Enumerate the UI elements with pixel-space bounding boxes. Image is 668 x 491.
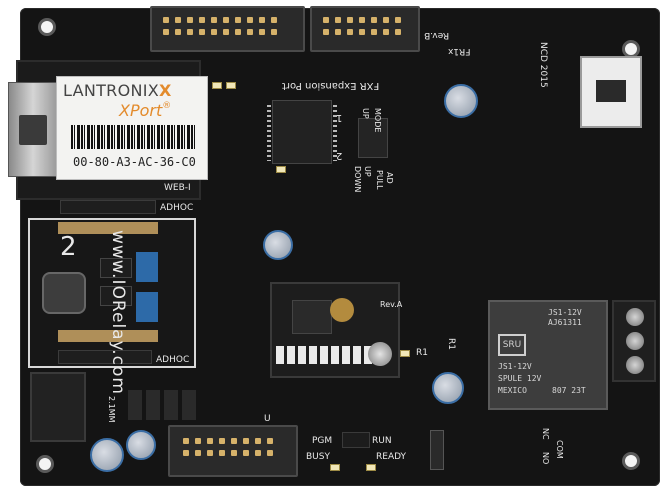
expansion-port-label: FXR Expansion Port bbox=[282, 80, 380, 91]
mounting-hole-bottom-left bbox=[36, 455, 54, 473]
modular-jack[interactable] bbox=[580, 56, 642, 128]
r1-label: R1 bbox=[416, 348, 428, 358]
terminal-block[interactable] bbox=[612, 300, 656, 382]
adhoc-jumper-top bbox=[60, 200, 156, 214]
brand-x: X bbox=[159, 81, 172, 100]
led-r1 bbox=[400, 350, 410, 357]
mode-number-2: 2 bbox=[336, 150, 343, 161]
rev-b-label: Rev.B bbox=[424, 30, 450, 40]
busy-led bbox=[330, 464, 340, 471]
r1-label-relay: R1 bbox=[446, 338, 456, 350]
relay-origin: MEXICO bbox=[498, 386, 527, 395]
capacitor-mid bbox=[263, 230, 293, 260]
no-label: NO bbox=[541, 452, 550, 465]
terminal-screw-2[interactable] bbox=[626, 332, 644, 350]
daughterboard-number: 2 bbox=[60, 232, 77, 262]
ad-label: AD bbox=[385, 172, 394, 184]
capacitor-top bbox=[444, 84, 478, 118]
adhoc-jumper-bottom bbox=[58, 350, 152, 364]
xport-label: LANTRONIXX XPort® 00-80-A3-AC-36-C0 bbox=[56, 76, 208, 180]
relay: JS1-12V AJ61311 SRU JS1-12V SPULE 12V ME… bbox=[488, 300, 608, 410]
bottom-header bbox=[168, 425, 298, 477]
brand-name: LANTRONIX bbox=[63, 81, 160, 100]
smd-chip-row bbox=[128, 390, 198, 420]
regulator-chip-b bbox=[100, 286, 132, 306]
expansion-header-left bbox=[150, 6, 305, 52]
center-ic bbox=[292, 300, 332, 334]
terminal-screw-1[interactable] bbox=[626, 308, 644, 326]
com-label: COM bbox=[555, 440, 564, 459]
mode-number-1: 1 bbox=[336, 112, 343, 123]
mac-address: 00-80-A3-AC-36-C0 bbox=[73, 155, 196, 169]
center-crystal bbox=[330, 298, 354, 322]
pad-row-bottom bbox=[58, 330, 158, 342]
up-label-1: UP bbox=[361, 108, 370, 119]
rj45-opening bbox=[19, 115, 47, 145]
center-button[interactable] bbox=[368, 342, 392, 366]
pgm-label: PGM bbox=[312, 436, 333, 446]
product-name: XPort bbox=[119, 101, 163, 120]
pad-row-top bbox=[58, 222, 158, 234]
terminal-screw-3[interactable] bbox=[626, 356, 644, 374]
website-text: www.IORelay.com bbox=[108, 230, 128, 395]
barcode bbox=[71, 125, 195, 149]
led-mid bbox=[276, 166, 286, 173]
blue-capacitor-b bbox=[136, 292, 158, 322]
ready-led bbox=[366, 464, 376, 471]
ready-label: READY bbox=[376, 452, 407, 462]
relay-lot: 807 23T bbox=[552, 386, 586, 395]
adhoc-label-bottom: ADHOC bbox=[156, 355, 190, 365]
rev-a-label: Rev.A bbox=[380, 300, 403, 309]
capacitor-bottom-b bbox=[126, 430, 156, 460]
led-top-a bbox=[212, 82, 222, 89]
center-pin-row bbox=[276, 346, 372, 364]
modular-jack-opening bbox=[596, 80, 626, 102]
down-label: DOWN bbox=[353, 166, 362, 193]
power-jack[interactable] bbox=[30, 372, 86, 442]
capacitor-right bbox=[432, 372, 464, 404]
pgm-run-switch[interactable] bbox=[342, 432, 370, 448]
web-label: WEB-I bbox=[164, 183, 191, 193]
adhoc-label-top: ADHOC bbox=[160, 203, 194, 213]
busy-label: BUSY bbox=[306, 452, 330, 462]
inductor bbox=[42, 272, 86, 314]
run-label: RUN bbox=[372, 436, 392, 446]
mode-jumper bbox=[358, 118, 388, 158]
relay-model: JS1-12V bbox=[548, 308, 582, 317]
mounting-hole-top-left bbox=[38, 18, 56, 36]
power-jack-label: 2.1MM bbox=[107, 396, 116, 423]
expansion-header-right bbox=[310, 6, 420, 52]
bottom-header-label: U bbox=[264, 414, 271, 424]
relay-model-2: JS1-12V bbox=[498, 362, 532, 371]
nc-label: NC bbox=[541, 428, 550, 440]
pull-label: PULL bbox=[375, 170, 384, 190]
regulator-chip-a bbox=[100, 258, 132, 278]
capacitor-bottom-a bbox=[90, 438, 124, 472]
relay-coil: SPULE 12V bbox=[498, 374, 542, 383]
mounting-hole-bottom-right bbox=[622, 452, 640, 470]
rj45-jack bbox=[8, 82, 58, 177]
fx-label: FR1x bbox=[448, 46, 471, 56]
blue-capacitor-a bbox=[136, 252, 158, 282]
ncd-year: NCD 2015 bbox=[538, 42, 548, 88]
up-label-2: UP bbox=[363, 166, 372, 177]
main-ic bbox=[267, 100, 337, 164]
mode-label: MODE bbox=[373, 108, 382, 133]
relay-cert-mark: SRU bbox=[498, 334, 526, 356]
product-mark: ® bbox=[162, 101, 172, 111]
led-top-b bbox=[226, 82, 236, 89]
diode bbox=[430, 430, 444, 470]
relay-code: AJ61311 bbox=[548, 318, 582, 327]
